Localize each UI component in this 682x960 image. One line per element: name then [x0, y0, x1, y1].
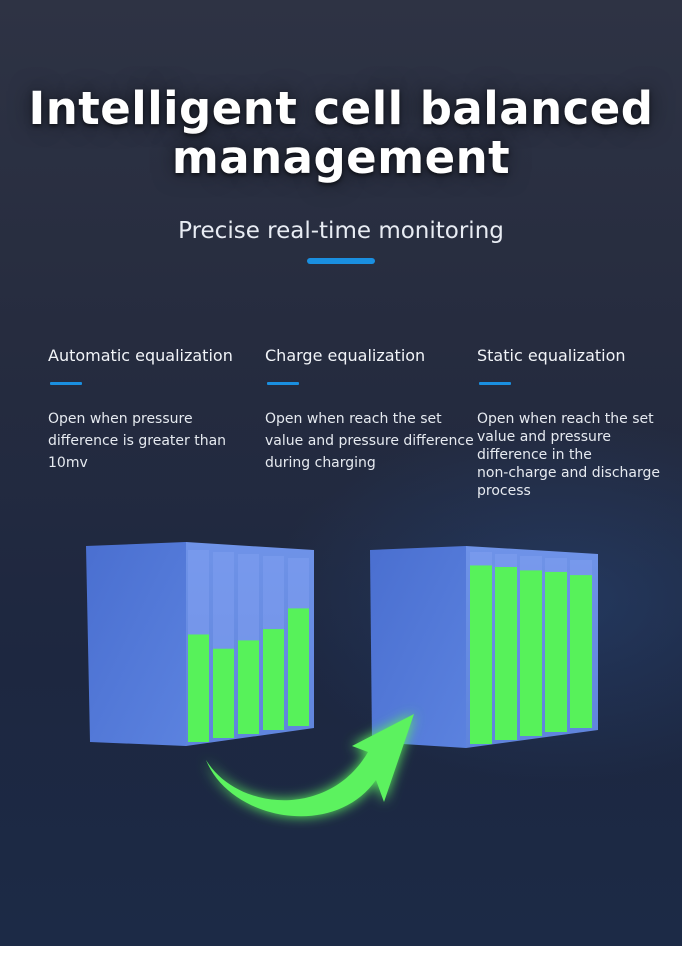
feature-description: Open when reach the set value and pressu…: [265, 411, 474, 471]
cell-charge-level: [288, 608, 309, 726]
cell-charge-level: [520, 570, 542, 736]
cell-charge-level: [263, 629, 284, 730]
page-title: Intelligent cell balanced management: [0, 84, 682, 182]
cell-charge-level: [570, 575, 592, 728]
cell-charge-level: [545, 571, 567, 732]
pack-left-face: [370, 546, 466, 748]
title-line-1: Intelligent cell balanced: [28, 82, 654, 135]
balancing-illustration: [86, 542, 598, 817]
subtitle: Precise real-time monitoring: [178, 218, 504, 244]
feature-title: Static equalization: [477, 346, 626, 365]
transfer-arrow-icon: [206, 714, 414, 817]
battery-pack-unbalanced: [86, 542, 314, 746]
feature-accent-bar: [479, 382, 511, 385]
battery-pack-balanced: [370, 546, 598, 748]
pack-left-face: [86, 542, 186, 746]
subtitle-accent-bar: [307, 258, 375, 264]
feature-accent-bar: [267, 382, 299, 385]
title-line-2: management: [171, 131, 511, 184]
feature-description: Open when pressure difference is greater…: [48, 411, 227, 471]
cell-charge-level: [213, 648, 234, 738]
feature-charge-equalization: Charge equalization Open when reach the …: [265, 346, 474, 471]
feature-automatic-equalization: Automatic equalization Open when pressur…: [48, 346, 233, 471]
feature-title: Charge equalization: [265, 346, 426, 365]
feature-title: Automatic equalization: [48, 346, 233, 365]
cell-charge-level: [238, 640, 259, 734]
cell-charge-level: [495, 567, 517, 740]
cell-charge-level: [188, 634, 209, 742]
feature-static-equalization: Static equalization Open when reach the …: [477, 346, 660, 499]
feature-description: Open when reach the set value and pressu…: [477, 411, 660, 499]
feature-accent-bar: [50, 382, 82, 385]
cell-charge-level: [470, 565, 492, 744]
